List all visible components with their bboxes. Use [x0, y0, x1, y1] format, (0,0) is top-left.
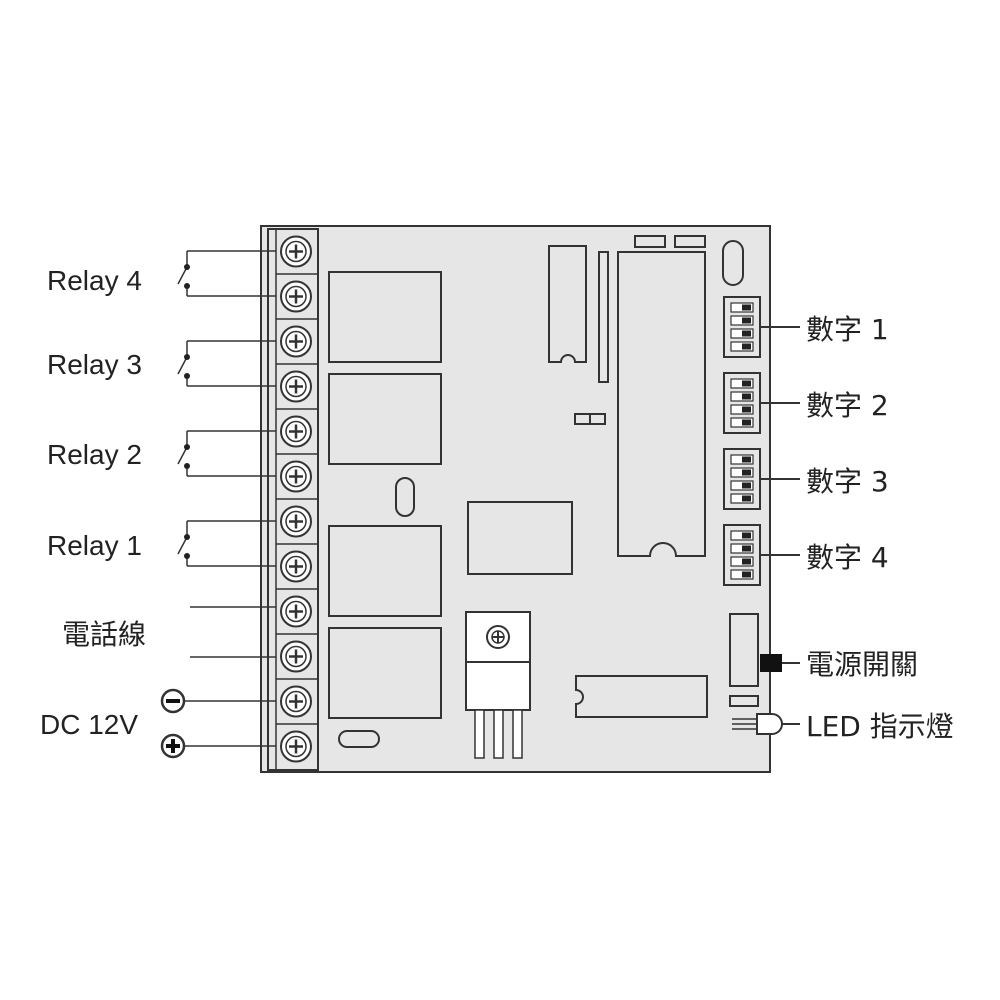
- label-relay-2: Relay 2: [47, 439, 142, 470]
- terminal-screw-icon: [280, 325, 312, 358]
- small-ic: [548, 245, 587, 363]
- terminal-screw-icon: [280, 685, 312, 718]
- terminal-screw-icon: [280, 730, 312, 763]
- terminal-screw-icon: [280, 505, 312, 538]
- bottom-ic: [575, 675, 708, 718]
- voltage-regulator: [465, 611, 531, 759]
- crystal-oval-mid: [395, 477, 415, 517]
- label-digit-3: 數字 3: [806, 465, 889, 498]
- label-phone-line: 電話線: [62, 618, 146, 651]
- label-relay-1: Relay 1: [47, 530, 142, 561]
- dip-switch-2: [723, 372, 761, 434]
- label-dc-12v: DC 12V: [40, 709, 138, 740]
- label-relay-4: Relay 4: [47, 265, 142, 296]
- dc-plus-symbol: [160, 733, 276, 759]
- relay-contact-3: [177, 340, 276, 387]
- phone-line-leads: [190, 606, 276, 658]
- pad-top-2: [674, 235, 706, 248]
- relay-blocks: [328, 271, 442, 719]
- label-led: LED 指示燈: [806, 710, 954, 743]
- vertical-strip: [598, 251, 609, 383]
- relay-block-2: [328, 525, 442, 617]
- terminal-screw-icon: [280, 415, 312, 448]
- capacitor-block: [467, 501, 573, 575]
- large-ic: [617, 251, 706, 557]
- terminal-strip: [267, 228, 319, 771]
- terminal-screw-icon: [280, 550, 312, 583]
- relay-contact-2: [177, 430, 276, 477]
- led-indicator-icon: [732, 713, 800, 735]
- dip-leader-lines: [760, 326, 800, 556]
- dip-switch-4: [723, 524, 761, 586]
- label-power-switch: 電源開關: [806, 648, 918, 681]
- pad-top-1: [634, 235, 666, 248]
- terminal-screw-icon: [280, 460, 312, 493]
- relay-wiring: [177, 250, 276, 567]
- label-digit-1: 數字 1: [806, 313, 889, 346]
- terminal-screw-icon: [280, 595, 312, 628]
- dip-switches: [723, 296, 761, 586]
- label-digit-2: 數字 2: [806, 389, 889, 422]
- dip-switch-1: [723, 296, 761, 358]
- terminal-screw-icon: [280, 280, 312, 313]
- crystal-oval-bottom: [338, 730, 380, 748]
- switch-knob: [760, 654, 782, 672]
- terminal-screw-icon: [280, 370, 312, 403]
- relay-block-4: [328, 271, 442, 363]
- terminal-screw-icon: [280, 640, 312, 673]
- dip-switch-3: [723, 448, 761, 510]
- relay-block-3: [328, 373, 442, 465]
- relay-block-1: [328, 627, 442, 719]
- power-switch: [729, 613, 800, 707]
- dc-minus-symbol: [160, 688, 276, 714]
- terminal-screw-icon: [280, 235, 312, 268]
- relay-contact-1: [177, 520, 276, 567]
- relay-contact-4: [177, 250, 276, 297]
- label-digit-4: 數字 4: [806, 541, 889, 574]
- crystal-oval-top: [722, 240, 744, 286]
- label-relay-3: Relay 3: [47, 349, 142, 380]
